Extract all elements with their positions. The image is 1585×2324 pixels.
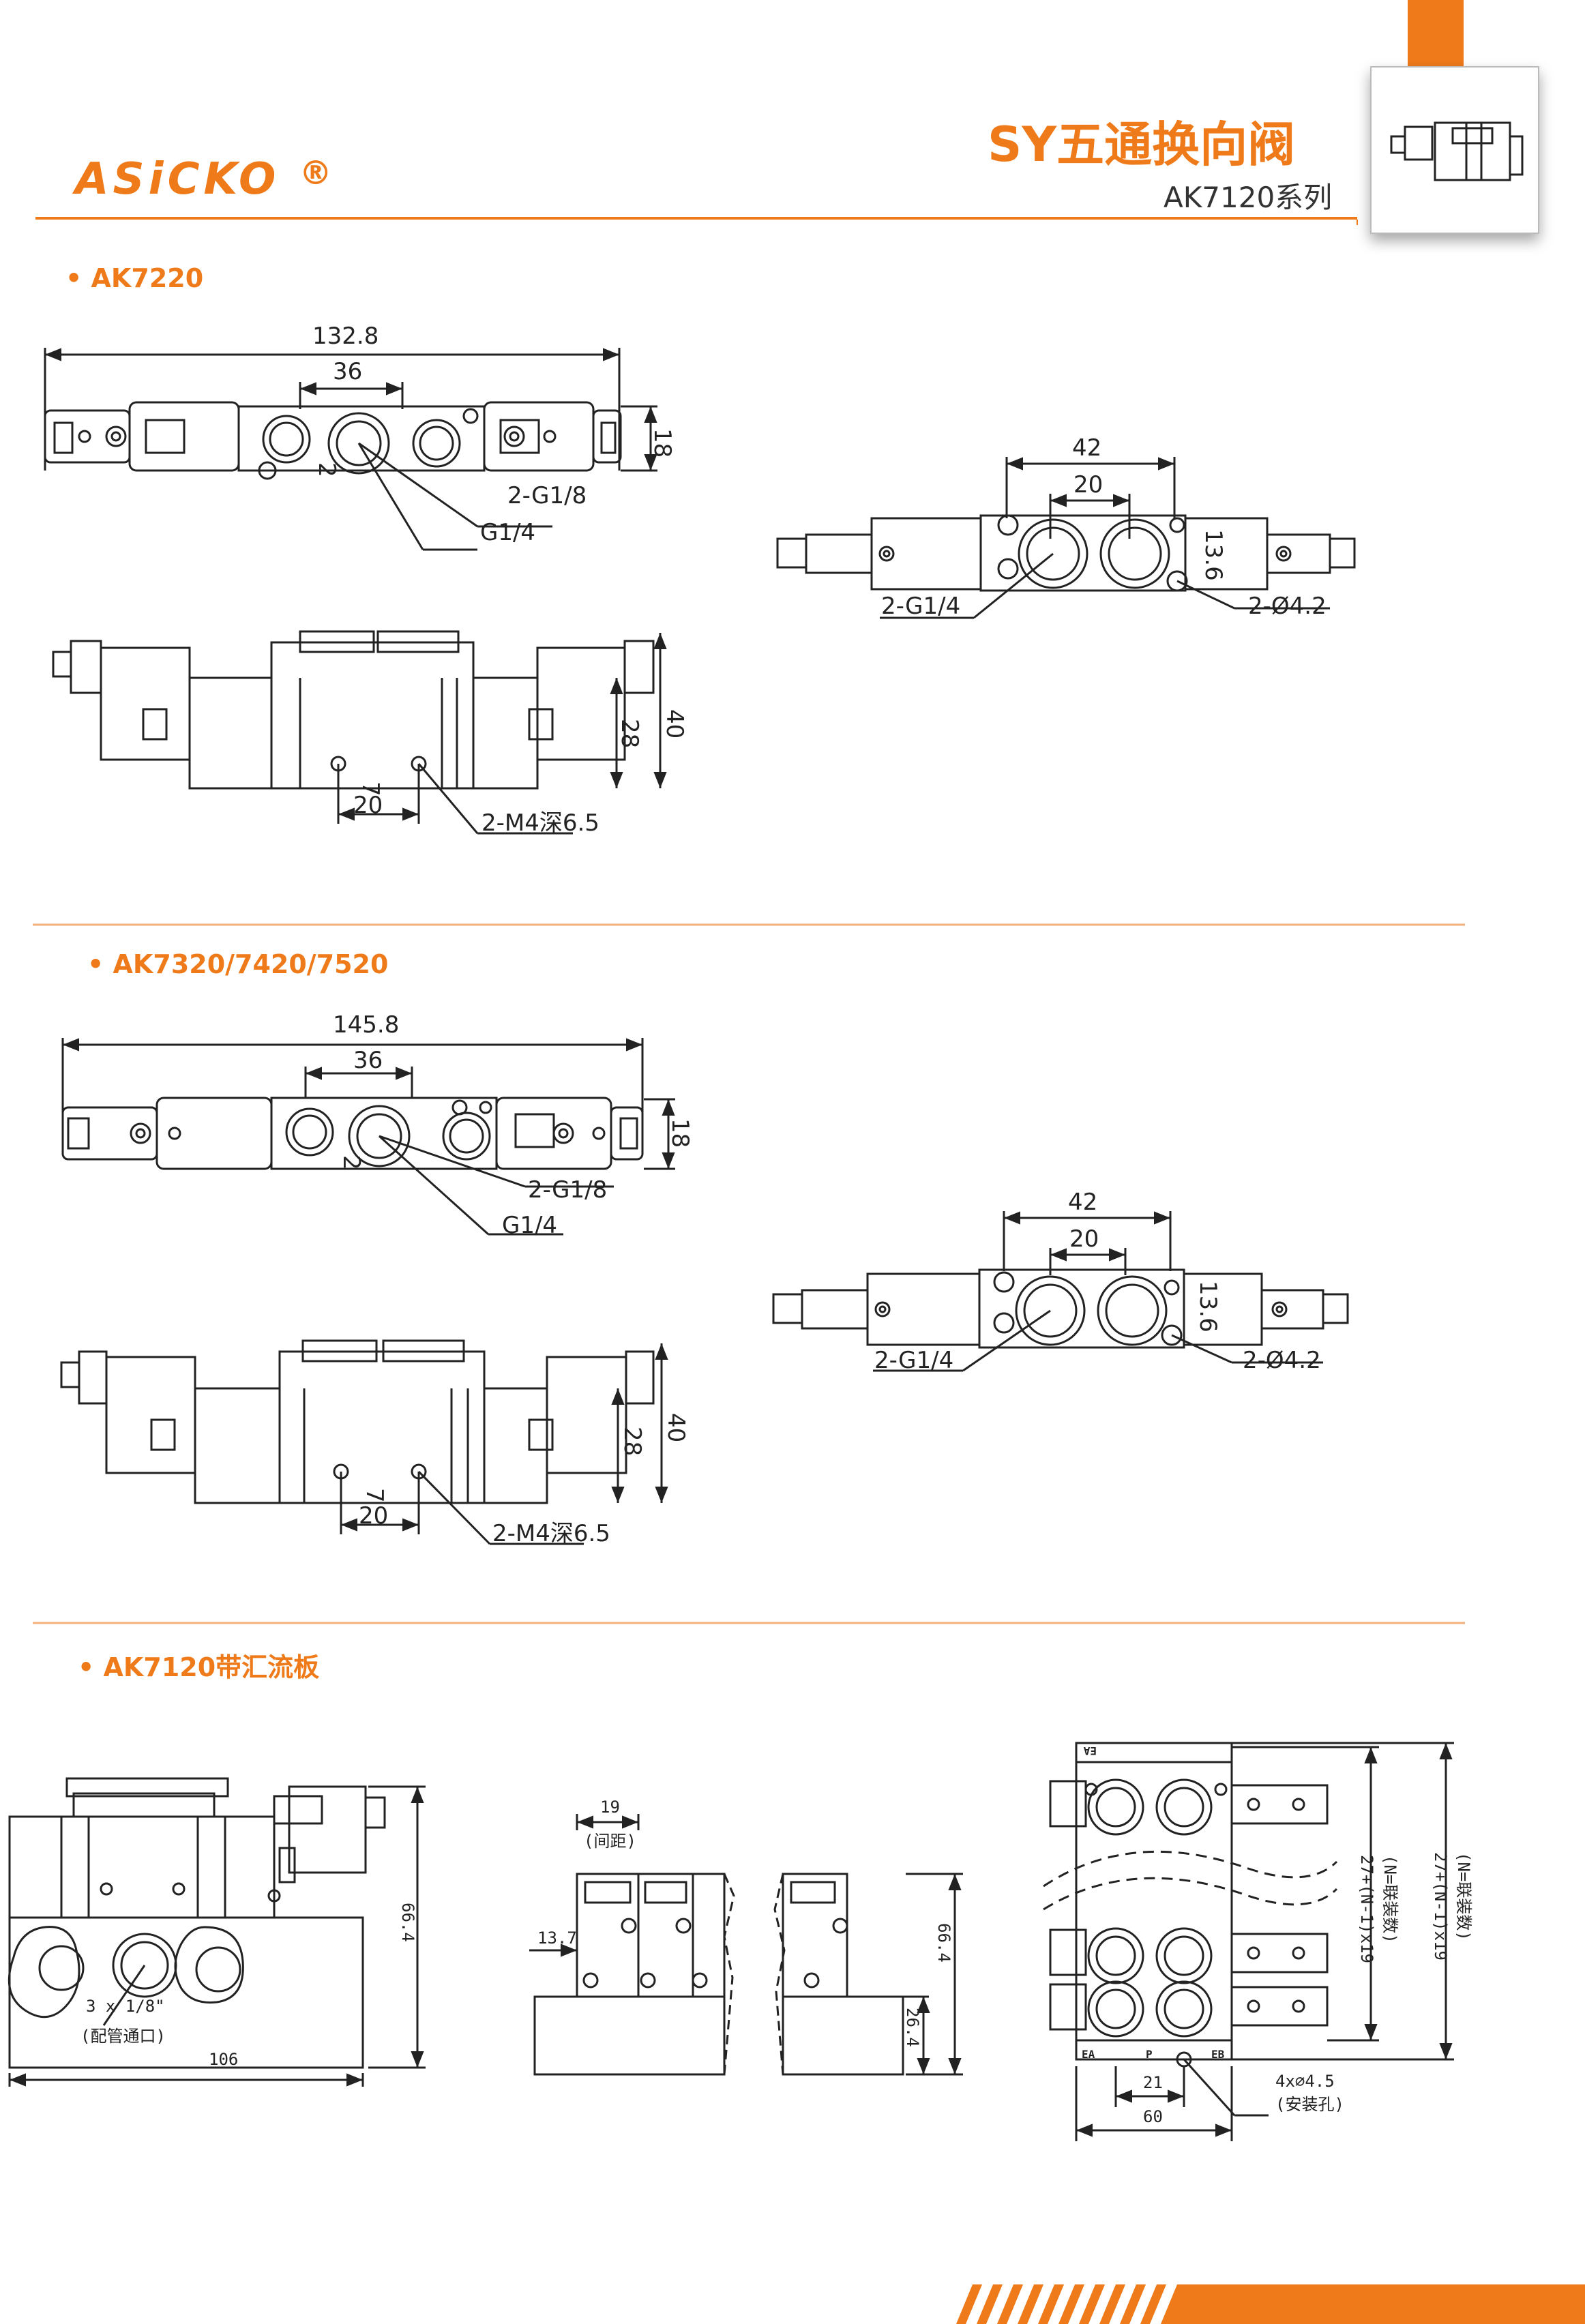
ak7320-sv-hole-pitch: 20 [359,1502,388,1530]
ak7220-port-main: G1/4 [480,519,535,546]
manifold-port-eb: EB [1211,2048,1225,2061]
manifold-port-p: P [1146,2048,1153,2061]
manifold-front-view [8,1777,426,2087]
ak7220-sv-height-total: 40 [661,709,688,739]
ak7320-rv-holes: 2-Ø4.2 [1243,1347,1321,1374]
ak7220-dim-pitch: 36 [333,358,362,385]
manifold-side-base: 26.4 [903,2008,922,2047]
ak7220-rv-width: 42 [1072,434,1101,462]
ak7220-rv-ports: 2-G1/4 [881,593,960,620]
manifold-port-ea: EA [1082,2048,1095,2061]
section-heading-ak7220: • AK7220 [65,263,204,293]
ak7320-sv-hole-offset: 7 [361,1488,388,1503]
registered-mark: ® [299,154,336,192]
ak7320-dim-height: 18 [666,1118,694,1148]
ak7320-dim-overall: 145.8 [333,1011,399,1039]
brand-name: ASiCKO [75,154,280,205]
ak7220-sv-threads: 2-M4深6.5 [482,809,599,837]
manifold-port-top: EA [1083,1744,1097,1757]
ak7320-dim-pitch: 36 [353,1047,383,1074]
manifold-side-view [529,1814,963,2076]
ak7320-sv-height-body: 28 [619,1427,646,1456]
manifold-side-offset: 13.7 [537,1928,577,1948]
manifold-top-holes: 4x∅4.5 [1275,2072,1335,2091]
ak7320-dim-offset: 2 [338,1155,365,1170]
ak7220-sv-hole-pitch: 20 [353,792,383,819]
ak7220-sv-hole-offset: 7 [357,781,384,796]
manifold-top-pitch: 21 [1143,2073,1163,2092]
manifold-front-ports-label: (配管通口) [80,2027,166,2046]
manifold-side-pitch: 19 [600,1798,620,1817]
page-title: SY五通换向阀 [988,117,1296,173]
ak7320-top-view [61,1038,675,1236]
manifold-front-width: 106 [209,2050,238,2069]
ak7220-dim-height: 18 [649,428,676,458]
footer-stripes [956,2284,1585,2324]
manifold-top-width: 60 [1143,2107,1163,2126]
section-heading-manifold: • AK7120带汇流板 [78,1652,320,1682]
manifold-top-holes-label: (安装孔) [1275,2095,1344,2114]
ak7320-sv-threads: 2-M4深6.5 [492,1520,610,1547]
ak7320-rv-pitch: 20 [1069,1225,1099,1253]
ak7220-side-view [52,630,667,835]
section-heading-ak7320: • AK7320/7420/7520 [87,949,389,979]
header-accent-bar [1408,0,1464,67]
page-subtitle: AK7120系列 [1164,181,1333,214]
ak7220-right-view [776,457,1356,619]
ak7220-port-small: 2-G1/8 [507,482,587,509]
manifold-side-pitch-label: (间距) [584,1832,636,1851]
ak7220-rv-pitch: 20 [1073,471,1103,498]
ak7320-rv-width: 42 [1068,1189,1097,1216]
ak7320-right-view [772,1211,1349,1372]
brand-logo: ASiCKO ® [75,154,336,205]
ak7220-rv-offset: 13.6 [1200,529,1227,581]
manifold-front-ports-count: 3 x 1/8" [86,1997,165,2016]
manifold-top-length2-note: (N=联装数) [1454,1852,1473,1941]
ak7320-rv-ports: 2-G1/4 [874,1347,953,1374]
ak7220-rv-holes: 2-Ø4.2 [1248,593,1327,620]
manifold-top-length1: 27+(N-1)x19 [1357,1855,1376,1963]
manifold-top-view [1043,1742,1454,2141]
manifold-front-height: 66.4 [398,1903,417,1942]
solenoid-valve-icon [1390,121,1524,181]
manifold-side-height: 66.4 [934,1923,953,1963]
ak7320-port-small: 2-G1/8 [528,1176,607,1204]
ak7220-dim-offset: 2 [313,462,340,477]
ak7220-sv-height-body: 28 [616,719,643,748]
manifold-top-length2: 27+(N-1)x19 [1431,1852,1450,1961]
ak7220-top-view [44,348,657,551]
ak7320-side-view [60,1339,668,1545]
ak7220-dim-overall: 132.8 [312,323,379,350]
ak7320-sv-height-total: 40 [662,1413,690,1442]
manifold-top-length1-note: (N=联装数) [1380,1855,1399,1943]
ak7320-port-main: G1/4 [502,1212,557,1239]
ak7320-rv-offset: 13.6 [1194,1281,1221,1332]
